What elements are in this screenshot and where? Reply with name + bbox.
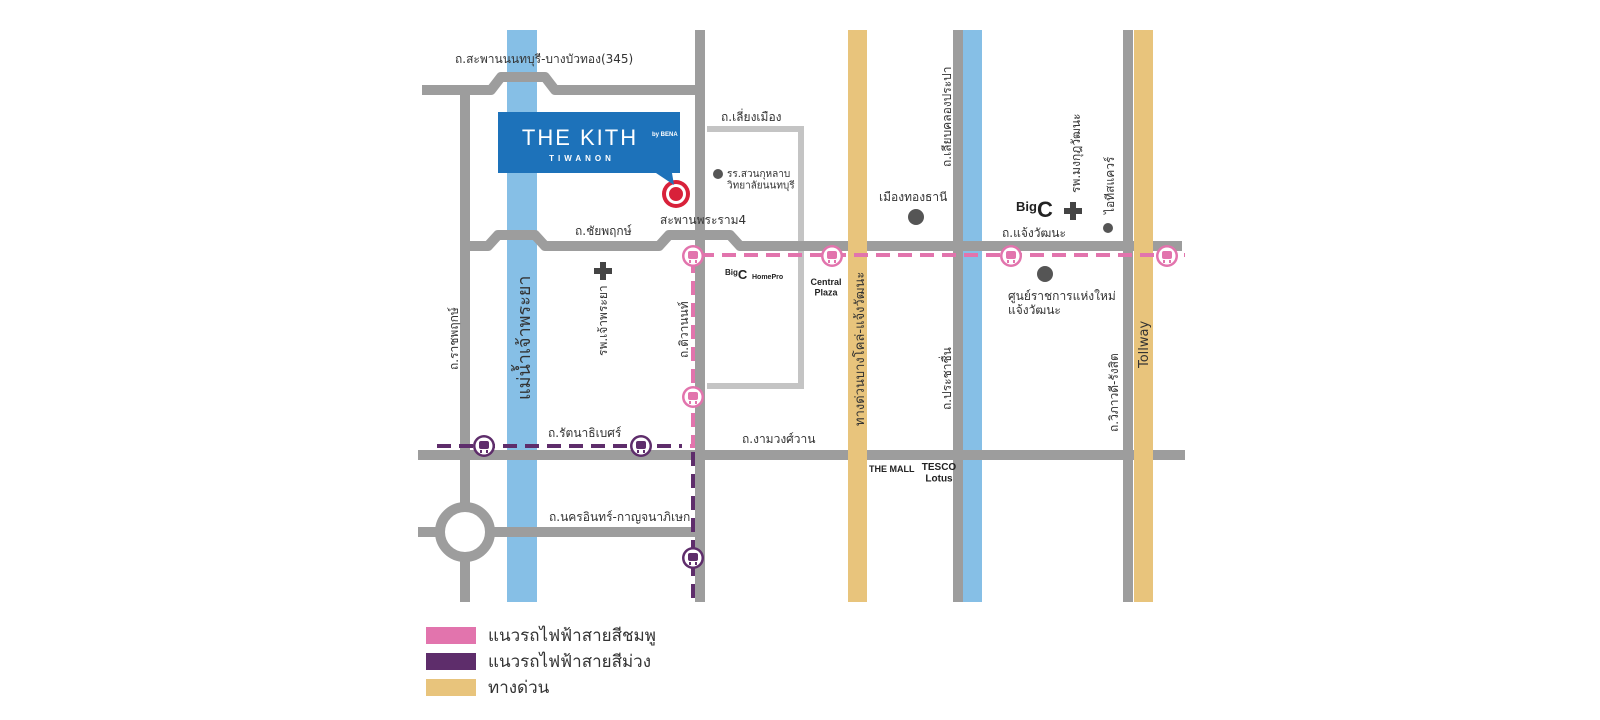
legend-label-pink: แนวรถไฟฟ้าสายสีชมพู [488, 625, 656, 646]
label-the-mall: THE MALL [869, 464, 915, 474]
gov-center-dot [1037, 266, 1053, 282]
label-chaengwattana: ถ.แจ้งวัฒนะ [1002, 226, 1066, 240]
hospital-cross-icon [1064, 202, 1082, 220]
legend-swatch-pink [426, 626, 476, 644]
road-chaiyapruek [468, 230, 1182, 251]
hospital-cross-icon [594, 262, 612, 280]
legend-swatch-purple [426, 652, 476, 670]
label-tollway: Tollway [1137, 320, 1152, 369]
roundabout [435, 502, 495, 562]
expressway-bangkhlo [848, 30, 867, 602]
label-sapan-nonthaburi: ถ.สะพานนนทบุรี-บางบัวทอง(345) [455, 52, 633, 67]
legend-item-pink: แนวรถไฟฟ้าสายสีชมพู [426, 622, 656, 648]
label-vibhavadi: ถ.วิภาวดี-รังสิต [1107, 353, 1121, 432]
label-school: รร.สวนกุหลาบวิทยาลัยนนทบุรี [727, 169, 796, 192]
liang-muang-road [707, 126, 804, 389]
project-logo: THE KITH by BENA TIWANON [498, 112, 680, 185]
it-square-dot [1103, 223, 1113, 233]
tollway [1134, 30, 1153, 602]
label-it-square: ไอทีสแควร์ [1103, 156, 1117, 215]
legend-label-expressway: ทางด่วน [488, 677, 550, 698]
label-tiwanon: ถ.ติวานนท์ [677, 301, 691, 358]
label-ratanathibet: ถ.รัตนาธิเบศร์ [548, 426, 622, 440]
train-station-icon [821, 245, 843, 267]
label-prachachuen: ถ.ประชาชื่น [938, 347, 954, 410]
legend-label-purple: แนวรถไฟฟ้าสายสีม่วง [488, 651, 652, 672]
label-liang-muang: ถ.เลี่ยงเมือง [721, 108, 782, 124]
label-bigc-tiwanon: BigC [725, 267, 748, 282]
label-hosp-chaopraya: รพ.เจ้าพระยา [596, 285, 610, 356]
road-network [418, 30, 1185, 602]
label-bigc-chaengwattana: BigC [1016, 197, 1053, 222]
bigc-word: Big [1016, 199, 1037, 214]
legend-item-expressway: ทางด่วน [426, 674, 656, 700]
label-chaiyapruek: ถ.ชัยพฤกษ์ [575, 224, 632, 238]
location-map: THE KITH by BENA TIWANON ถ.สะพานนนทบุรี-… [418, 30, 1185, 602]
train-station-icon [1156, 245, 1178, 267]
bigc-letter: C [1037, 197, 1053, 222]
train-station-icon [682, 386, 704, 408]
label-river: แม่น้ำเจ้าพระยา [511, 275, 535, 400]
label-ngamwongwan: ถ.งามวงศ์วาน [742, 432, 815, 446]
logo-sub: TIWANON [549, 154, 615, 163]
legend-item-purple: แนวรถไฟฟ้าสายสีม่วง [426, 648, 656, 674]
label-muang-thong: เมืองทองธานี [879, 190, 947, 204]
label-bridge-rama4: สะพานพระราม4 [660, 213, 746, 227]
label-canal-road: ถ.เลียบคลองประปา [940, 67, 954, 168]
legend: แนวรถไฟฟ้าสายสีชมพู แนวรถไฟฟ้าสายสีม่วง … [426, 622, 656, 700]
train-station-icon [630, 435, 652, 457]
station-markers [473, 245, 1178, 569]
pink-line [682, 253, 1185, 448]
road-sapan-nonthaburi [422, 72, 703, 95]
label-rajapruek: ถ.ราชพฤกษ์ [447, 307, 461, 370]
prapa-canal [963, 30, 982, 602]
train-station-icon [1000, 245, 1022, 267]
legend-swatch-expressway [426, 678, 476, 696]
label-expressway: ทางด่วนบางโคล่-แจ้งวัฒนะ [852, 272, 868, 426]
school-dot [713, 169, 723, 179]
project-location-pin [662, 180, 690, 208]
label-hosp-mongkut: รพ.มงกุฎวัฒนะ [1069, 114, 1084, 194]
muang-thong-dot [908, 209, 924, 225]
label-homepro: HomePro [752, 274, 783, 281]
logo-brand: THE KITH [522, 125, 638, 150]
train-station-icon [682, 245, 704, 267]
label-nakhon-in: ถ.นครอินทร์-กาญจนาภิเษก [549, 510, 690, 524]
label-gov-center: ศูนย์ราชการแห่งใหม่แจ้งวัฒนะ [1008, 289, 1116, 317]
logo-by: by BENA [652, 132, 678, 138]
train-station-icon [682, 547, 704, 569]
train-station-icon [473, 435, 495, 457]
